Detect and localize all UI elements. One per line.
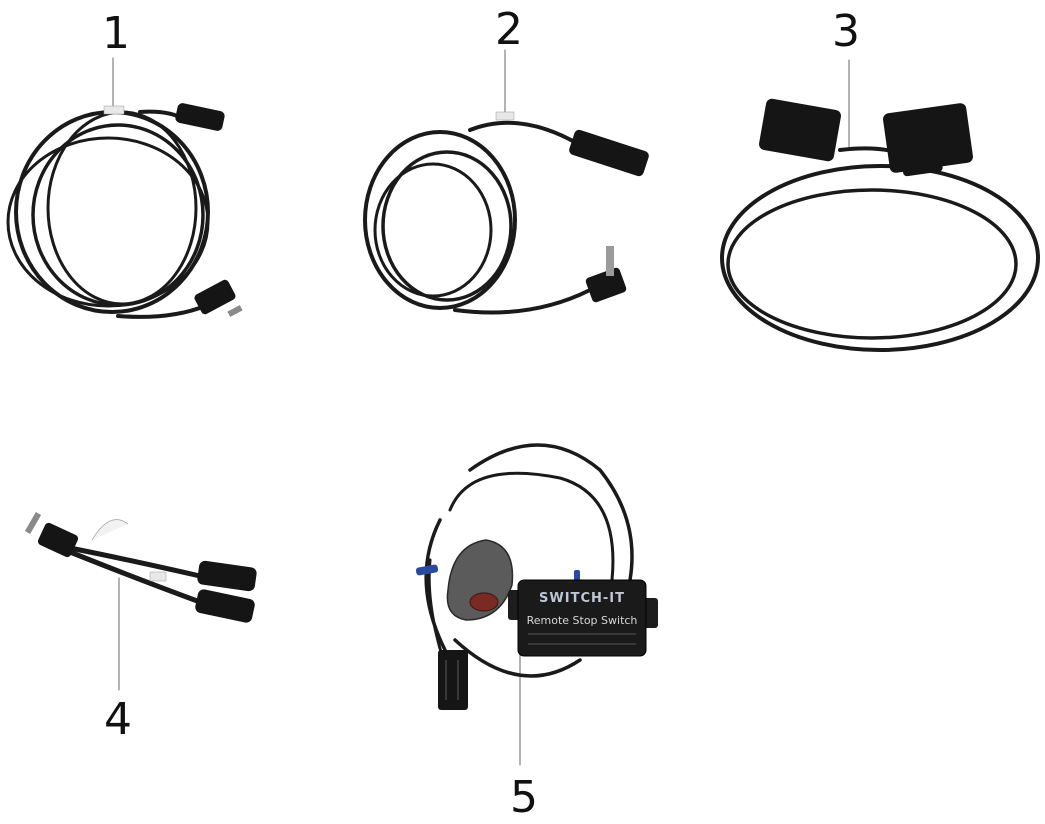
switch-title: Remote Stop Switch bbox=[527, 614, 638, 627]
remote-fob-button bbox=[469, 592, 499, 612]
switch-box bbox=[517, 579, 647, 657]
switch-brand: SWITCH-IT bbox=[539, 591, 625, 606]
cable-1-connectors bbox=[103, 103, 243, 317]
cable-5 bbox=[424, 443, 634, 766]
cable-1 bbox=[6, 57, 210, 319]
remote-switch-device: SWITCH-IT Remote Stop Switch bbox=[415, 539, 658, 710]
cable-4 bbox=[67, 545, 203, 691]
cable-2 bbox=[363, 49, 592, 315]
item-number-5: 5 bbox=[510, 772, 538, 823]
cable-3-connectors bbox=[759, 98, 973, 177]
cable-4-connectors bbox=[24, 511, 257, 623]
item-number-3: 3 bbox=[832, 6, 860, 57]
cable-2-connectors bbox=[495, 111, 649, 303]
item-number-2: 2 bbox=[495, 4, 523, 55]
item-number-1: 1 bbox=[102, 8, 130, 59]
cable-3 bbox=[720, 59, 1040, 352]
plug-connector bbox=[438, 650, 468, 710]
item-number-4: 4 bbox=[104, 694, 132, 745]
